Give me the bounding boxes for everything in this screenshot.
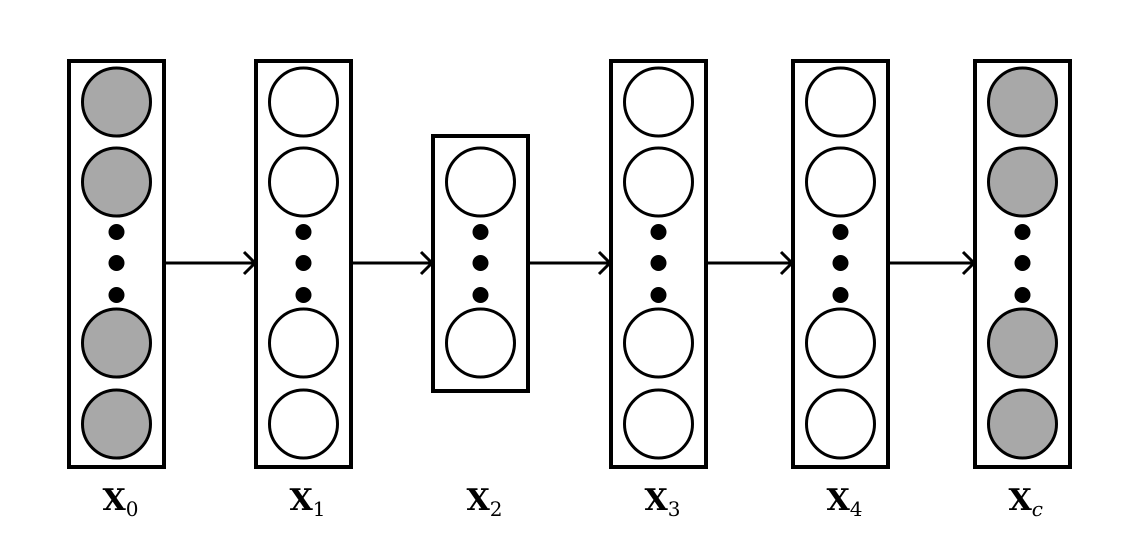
ellipsis-dot	[650, 255, 667, 271]
empty-node	[805, 307, 876, 379]
empty-node	[268, 388, 339, 460]
ellipsis-dot	[650, 287, 667, 303]
empty-node	[623, 66, 694, 138]
layer-box	[67, 59, 166, 469]
ellipsis-dot	[650, 224, 667, 240]
edges	[164, 250, 977, 276]
ellipsis-dot	[1014, 224, 1031, 240]
filled-node	[987, 146, 1058, 218]
layer-label-x3: X3	[645, 483, 681, 521]
ellipsis-dot	[108, 224, 125, 240]
filled-node	[987, 388, 1058, 460]
ellipsis-dots	[650, 224, 667, 303]
ellipsis-dot	[295, 255, 312, 271]
empty-node	[445, 307, 516, 379]
label-main: X	[645, 483, 669, 518]
empty-node	[623, 146, 694, 218]
label-subscript: 0	[126, 497, 139, 521]
filled-node	[987, 307, 1058, 379]
ellipsis-dots	[295, 224, 312, 303]
layer-xc	[973, 59, 1072, 469]
layer-x1	[254, 59, 353, 469]
filled-node	[81, 146, 152, 218]
label-main: X	[1009, 483, 1033, 518]
label-main: X	[103, 483, 127, 518]
layer-label-x1: X1	[290, 483, 326, 521]
empty-node	[805, 388, 876, 460]
empty-node	[623, 307, 694, 379]
layer-x3	[609, 59, 708, 469]
ellipsis-dot	[295, 287, 312, 303]
label-subscript: 2	[490, 497, 503, 521]
ellipsis-dots	[108, 224, 125, 303]
label-subscript: 1	[313, 497, 326, 521]
ellipsis-dots	[472, 224, 489, 303]
label-main: X	[827, 483, 851, 518]
layer-x2	[431, 134, 530, 393]
layer-label-x0: X0	[103, 483, 139, 521]
ellipsis-dot	[832, 255, 849, 271]
label-subscript: 3	[668, 497, 681, 521]
ellipsis-dot	[1014, 287, 1031, 303]
ellipsis-dot	[832, 287, 849, 303]
label-main: X	[290, 483, 314, 518]
ellipsis-dot	[472, 287, 489, 303]
arrow-x0-x1	[164, 250, 258, 276]
arrow-x4-xc	[888, 250, 977, 276]
layer-label-x2: X2	[467, 483, 503, 521]
layer-x0	[67, 59, 166, 469]
layers	[67, 59, 1072, 469]
filled-node	[81, 388, 152, 460]
layer-box	[791, 59, 890, 469]
arrow-x3-x4	[706, 250, 795, 276]
ellipsis-dots	[832, 224, 849, 303]
layer-box	[431, 134, 530, 393]
ellipsis-dot	[472, 224, 489, 240]
empty-node	[623, 388, 694, 460]
layer-label-x4: X4	[827, 483, 863, 521]
arrow-x2-x3	[528, 250, 613, 276]
ellipsis-dot	[295, 224, 312, 240]
layer-box	[973, 59, 1072, 469]
empty-node	[268, 146, 339, 218]
empty-node	[445, 146, 516, 218]
layer-box	[254, 59, 353, 469]
layer-x4	[791, 59, 890, 469]
label-subscript: c	[1032, 497, 1043, 521]
ellipsis-dot	[832, 224, 849, 240]
label-main: X	[467, 483, 491, 518]
empty-node	[805, 66, 876, 138]
arrow-x1-x2	[351, 250, 435, 276]
ellipsis-dot	[108, 255, 125, 271]
layer-label-xc: Xc	[1009, 483, 1043, 521]
empty-node	[805, 146, 876, 218]
ellipsis-dot	[108, 287, 125, 303]
layer-box	[609, 59, 708, 469]
empty-node	[268, 307, 339, 379]
empty-node	[268, 66, 339, 138]
ellipsis-dot	[1014, 255, 1031, 271]
filled-node	[987, 66, 1058, 138]
filled-node	[81, 307, 152, 379]
label-subscript: 4	[850, 497, 863, 521]
filled-node	[81, 66, 152, 138]
ellipsis-dots	[1014, 224, 1031, 303]
ellipsis-dot	[472, 255, 489, 271]
